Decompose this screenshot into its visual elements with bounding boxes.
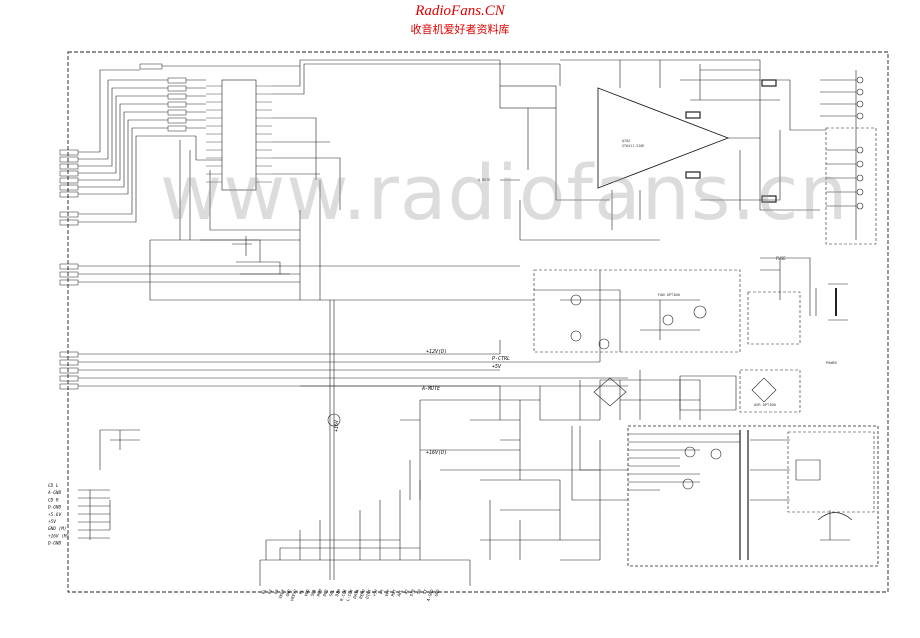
relay-option-border [739, 369, 801, 413]
bottom-connector-pin: STB [409, 588, 416, 597]
bottom-connector-pin: ACL [396, 588, 403, 597]
svg-text:Q702: Q702 [622, 139, 630, 143]
svg-text:A-MUTE: A-MUTE [478, 178, 490, 182]
bottom-connector-pin: FL [298, 588, 305, 595]
bus-label-p-ctrl: P-CTRL [492, 356, 510, 362]
power-board-border [627, 425, 879, 567]
avr-option-label: AVR OPTION [754, 403, 776, 407]
bus-label-vertical: +16V [334, 419, 340, 432]
main-board-border [67, 51, 889, 593]
left-connector-pin: GND (M) [48, 526, 67, 532]
bottom-connector-pin: DIRT [364, 588, 372, 599]
bottom-connector-pin: VKEY2 [289, 588, 298, 602]
left-connector-pin: +16V (M) [48, 533, 69, 539]
bottom-connector-pin: P2 [267, 588, 274, 595]
left-connector-pin: A-GND [47, 490, 62, 496]
left-connector-pin: CD L [48, 483, 59, 489]
bottom-connector-pin: A2 [403, 588, 410, 595]
ic-part-label: STK411-220E [622, 144, 644, 148]
output-board-border [825, 127, 877, 245]
power-amp-ic [597, 87, 730, 189]
bottom-connector-pin: A-GND [426, 588, 435, 602]
left-connector-pin: D-GND [47, 541, 62, 547]
left-connector-pin: +5.6V [48, 512, 62, 518]
bottom-connector-pin: ST [422, 588, 429, 595]
bottom-connector-pin: VFF [384, 588, 391, 597]
bus-label-a-mute: A-MUTE [421, 386, 440, 392]
bottom-connector-pin: GND [285, 588, 292, 597]
left-connector-pin: D-GND [47, 505, 62, 511]
bottom-connector-pin: R.CLK [339, 588, 348, 602]
bottom-connector-pin: VDD [303, 588, 310, 597]
bottom-connector-pin: REMO [358, 588, 366, 599]
fan-option-label: FAN OPTION [658, 293, 680, 297]
left-connector-pin: +5V [48, 519, 56, 525]
bottom-connector-pin: +5V [371, 588, 378, 597]
bottom-connector-pin: DATA [352, 588, 360, 599]
bus-label-plus5v: +5V [492, 364, 502, 370]
bottom-connector-pin: VKEY [278, 588, 286, 599]
bottom-connector-pin: GND [433, 588, 440, 597]
bottom-connector-pin: SH [416, 588, 423, 595]
site-title: RadioFans.CN [415, 3, 505, 19]
power-sub-border [787, 431, 875, 513]
svg-text:POWER: POWER [826, 361, 838, 365]
site-subtitle: 收音机爱好者资料库 [410, 23, 510, 36]
bottom-connector-pin: L-CLK [345, 588, 354, 602]
bottom-connector-pin: REM [316, 588, 323, 597]
avr-option-border [747, 291, 801, 345]
selector-ic [221, 79, 257, 191]
bottom-connector-pin: RST [390, 588, 397, 597]
bus-label-plus12v: +12V(D) [426, 349, 447, 355]
fan-option-border [533, 269, 741, 353]
ic-box-left [499, 85, 557, 109]
svg-text:FUSE: FUSE [776, 256, 786, 261]
left-connector-pin: CD R [48, 497, 59, 503]
bottom-connector-pin: DIM [334, 588, 341, 597]
bottom-connector-pin: PT [378, 588, 385, 595]
bottom-connector-pin: DL3 [322, 588, 329, 597]
bus-label-plus16v: +16V(D) [426, 450, 447, 456]
bottom-connector-pin: P1 [261, 588, 268, 595]
bottom-connector-pin: SDA [309, 588, 316, 597]
bottom-connector-pin: SCL [328, 588, 335, 597]
bottom-connector-pin: P3 [273, 588, 280, 595]
